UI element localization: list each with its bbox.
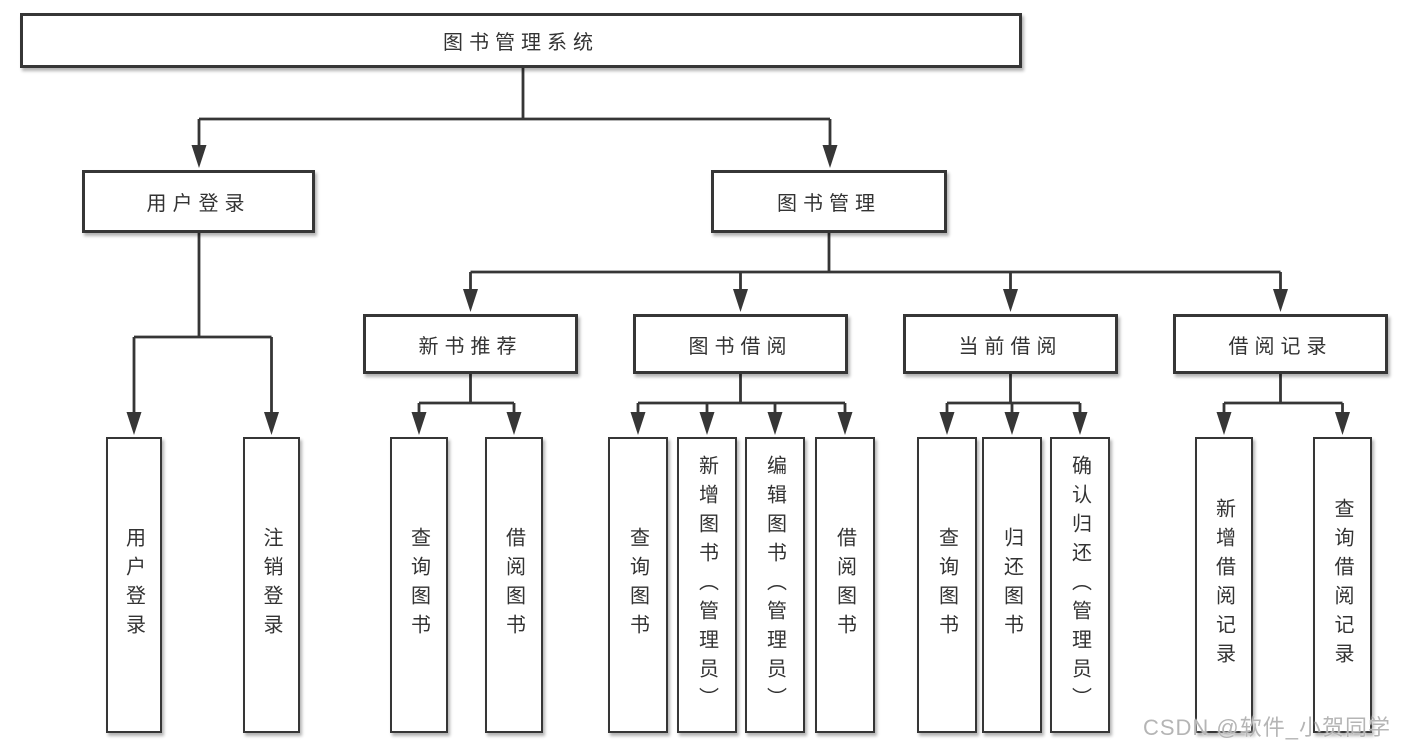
node-book-borrowing: 图书借阅	[633, 314, 848, 374]
leaf-query-borrow-record: 查询借阅记录	[1313, 437, 1372, 733]
node-label: 归还图书	[1000, 527, 1023, 643]
connector-current	[945, 374, 1082, 414]
node-label: 图书管理	[777, 193, 881, 215]
connector-book-mgmt	[469, 233, 1282, 291]
connector-records	[1222, 374, 1344, 414]
node-label: 查询图书	[935, 527, 958, 643]
node-label: 新书推荐	[418, 335, 523, 358]
leaf-confirm-return-admin: 确认归还（管理员）	[1050, 437, 1110, 733]
node-label: 查询借阅记录	[1331, 498, 1353, 672]
leaf-query-books-current: 查询图书	[917, 437, 977, 733]
node-current-borrowing: 当前借阅	[903, 314, 1118, 374]
leaf-edit-books-admin: 编辑图书（管理员）	[745, 437, 805, 733]
leaf-borrow-books-newbook: 借阅图书	[485, 437, 543, 733]
node-label: 当前借阅	[958, 335, 1063, 358]
leaf-logout: 注销登录	[243, 437, 300, 733]
leaf-add-books-admin: 新增图书（管理员）	[677, 437, 737, 733]
node-label: 查询图书	[626, 527, 649, 643]
node-book-management: 图书管理	[711, 170, 947, 233]
node-label: 借阅图书	[833, 527, 856, 643]
watermark: CSDN @软件_小贺同学	[1142, 715, 1391, 740]
node-label: 借阅记录	[1228, 335, 1333, 358]
node-label: 确认归还（管理员）	[1068, 454, 1091, 716]
node-label: 查询图书	[407, 527, 430, 643]
node-label: 编辑图书（管理员）	[763, 454, 786, 716]
node-label: 用户登录	[122, 527, 145, 643]
node-label: 借阅图书	[502, 527, 525, 643]
node-label: 图书管理系统	[443, 32, 599, 54]
node-label: 注销登录	[260, 527, 282, 643]
connector-borrowing	[636, 374, 847, 414]
leaf-user-login: 用户登录	[106, 437, 162, 733]
leaf-return-books: 归还图书	[982, 437, 1042, 733]
node-borrow-records: 借阅记录	[1173, 314, 1388, 374]
node-label: 用户登录	[146, 193, 251, 215]
node-label: 新增借阅记录	[1212, 498, 1235, 672]
node-library-system: 图书管理系统	[20, 13, 1022, 68]
node-new-book-recommend: 新书推荐	[363, 314, 578, 374]
node-user-login: 用户登录	[82, 170, 315, 233]
connector-user-login	[132, 233, 273, 414]
connector-new-book	[417, 374, 516, 414]
leaf-query-books-borrowing: 查询图书	[608, 437, 668, 733]
node-label: 新增图书（管理员）	[695, 454, 718, 716]
leaf-query-books-newbook: 查询图书	[390, 437, 448, 733]
connector-root	[197, 68, 832, 148]
leaf-add-borrow-record: 新增借阅记录	[1195, 437, 1253, 733]
leaf-borrow-books-borrowing: 借阅图书	[815, 437, 875, 733]
node-label: 图书借阅	[688, 335, 793, 358]
